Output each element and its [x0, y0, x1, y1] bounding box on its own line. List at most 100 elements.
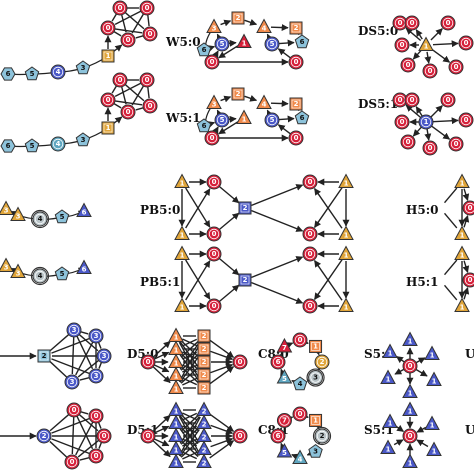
graph-node-triangle: 1 — [168, 453, 184, 468]
graph-node-circle: 0 — [64, 454, 80, 470]
graph-edge — [218, 284, 240, 303]
svg-text:6: 6 — [300, 114, 305, 122]
graph-node-circle: 2 — [312, 426, 332, 446]
svg-text:5: 5 — [270, 116, 275, 124]
svg-text:4: 4 — [298, 456, 303, 464]
graph-node-circle: 0 — [206, 174, 222, 190]
graph-edge — [179, 355, 200, 383]
graph-edge — [251, 184, 304, 207]
svg-text:0: 0 — [308, 250, 313, 258]
graph-node-square: 2 — [231, 87, 245, 101]
svg-text:1: 1 — [386, 446, 391, 454]
svg-text:0: 0 — [94, 452, 99, 460]
graph-node-triangle: 1 — [338, 173, 354, 188]
graph-edge — [79, 457, 90, 461]
svg-text:1: 1 — [344, 252, 349, 260]
graph-edge — [147, 14, 150, 27]
panel-label-ds5-1: DS5:1 — [358, 97, 398, 111]
graph-node-triangle: 1 — [418, 36, 434, 51]
graph-node-square: 2 — [197, 342, 211, 356]
graph-edge — [180, 414, 199, 432]
svg-text:0: 0 — [410, 96, 415, 104]
graph-edge — [76, 416, 94, 450]
graph-edge — [285, 342, 294, 349]
svg-text:4: 4 — [56, 140, 61, 148]
graph-edge — [405, 27, 422, 42]
graph-edge — [97, 342, 102, 349]
svg-text:0: 0 — [408, 362, 413, 370]
graph-edge — [280, 368, 287, 377]
graph-edge — [216, 33, 224, 42]
graph-edge — [220, 95, 232, 103]
svg-text:0: 0 — [118, 76, 123, 84]
svg-text:0: 0 — [464, 116, 469, 124]
graph-node-circle: 3 — [306, 368, 325, 387]
graph-node-circle: 0 — [422, 140, 438, 156]
graph-node-circle: 4 — [50, 136, 66, 152]
graph-edge — [152, 440, 171, 458]
graph-node-square: 2 — [238, 273, 252, 287]
graph-edge — [270, 100, 289, 108]
graph-node-pentagon: 6 — [196, 42, 212, 57]
graph-node-circle: 0 — [142, 98, 158, 114]
svg-text:0: 0 — [146, 358, 151, 366]
graph-node-triangle: 4 — [292, 449, 308, 464]
graph-edge — [178, 416, 201, 457]
graph-node-triangle: 5 — [276, 443, 293, 458]
graph-edge — [185, 188, 211, 229]
graph-node-triangle: 1 — [402, 453, 418, 468]
graph-edge — [277, 48, 291, 59]
graph-edge — [244, 19, 258, 26]
graph-node-circle: 0 — [88, 448, 104, 464]
svg-text:0: 0 — [148, 102, 153, 110]
graph-node-triangle: 1 — [174, 225, 190, 240]
svg-text:1: 1 — [174, 360, 179, 368]
svg-text:0: 0 — [210, 134, 215, 142]
svg-text:5: 5 — [220, 116, 225, 124]
graph-edge — [113, 103, 122, 109]
svg-text:2: 2 — [294, 100, 299, 108]
svg-text:0: 0 — [428, 144, 433, 152]
graph-edge — [415, 357, 426, 364]
graph-node-triangle: 1 — [382, 343, 398, 358]
graph-edge — [412, 126, 422, 137]
panel-label-w5-0: W5:0 — [165, 35, 201, 49]
graph-edge — [111, 13, 117, 22]
graph-edge — [80, 411, 89, 415]
graph-edge — [207, 45, 216, 52]
svg-text:1: 1 — [408, 460, 413, 468]
graph-node-triangle: 6 — [76, 259, 92, 274]
svg-text:1: 1 — [180, 180, 185, 188]
svg-text:0: 0 — [72, 406, 77, 414]
svg-text:2: 2 — [294, 24, 299, 32]
graph-edge — [154, 438, 170, 447]
graph-edge — [228, 39, 237, 47]
graph-node-square: 2 — [37, 349, 51, 363]
svg-text:1: 1 — [424, 43, 429, 51]
graph-edge — [443, 259, 458, 276]
svg-text:2: 2 — [236, 90, 241, 98]
graph-edge — [251, 281, 304, 304]
graph-edge — [114, 28, 143, 34]
svg-text:2: 2 — [202, 384, 207, 392]
svg-text:2: 2 — [243, 204, 248, 212]
graph-node-triangle: 3 — [206, 94, 222, 109]
svg-text:1: 1 — [174, 434, 179, 442]
graph-node-pentagon: 6 — [294, 110, 310, 125]
svg-text:0: 0 — [308, 302, 313, 310]
graph-edge — [111, 85, 117, 94]
svg-text:2: 2 — [202, 447, 207, 455]
graph-node-circle: 0 — [458, 35, 474, 51]
panel-label-h5-0: H5:0 — [406, 203, 438, 217]
panel-label-h5-1: H5:1 — [406, 275, 438, 289]
graph-node-circle: 0 — [288, 54, 304, 70]
graph-edge — [49, 414, 70, 432]
graph-edge — [180, 440, 199, 458]
graph-node-circle: 2 — [314, 354, 330, 370]
svg-text:1: 1 — [430, 422, 435, 430]
svg-text:0: 0 — [446, 96, 451, 104]
svg-text:0: 0 — [298, 336, 303, 344]
graph-edge — [424, 128, 432, 141]
graph-edge — [291, 379, 299, 387]
graph-edge — [462, 286, 470, 300]
